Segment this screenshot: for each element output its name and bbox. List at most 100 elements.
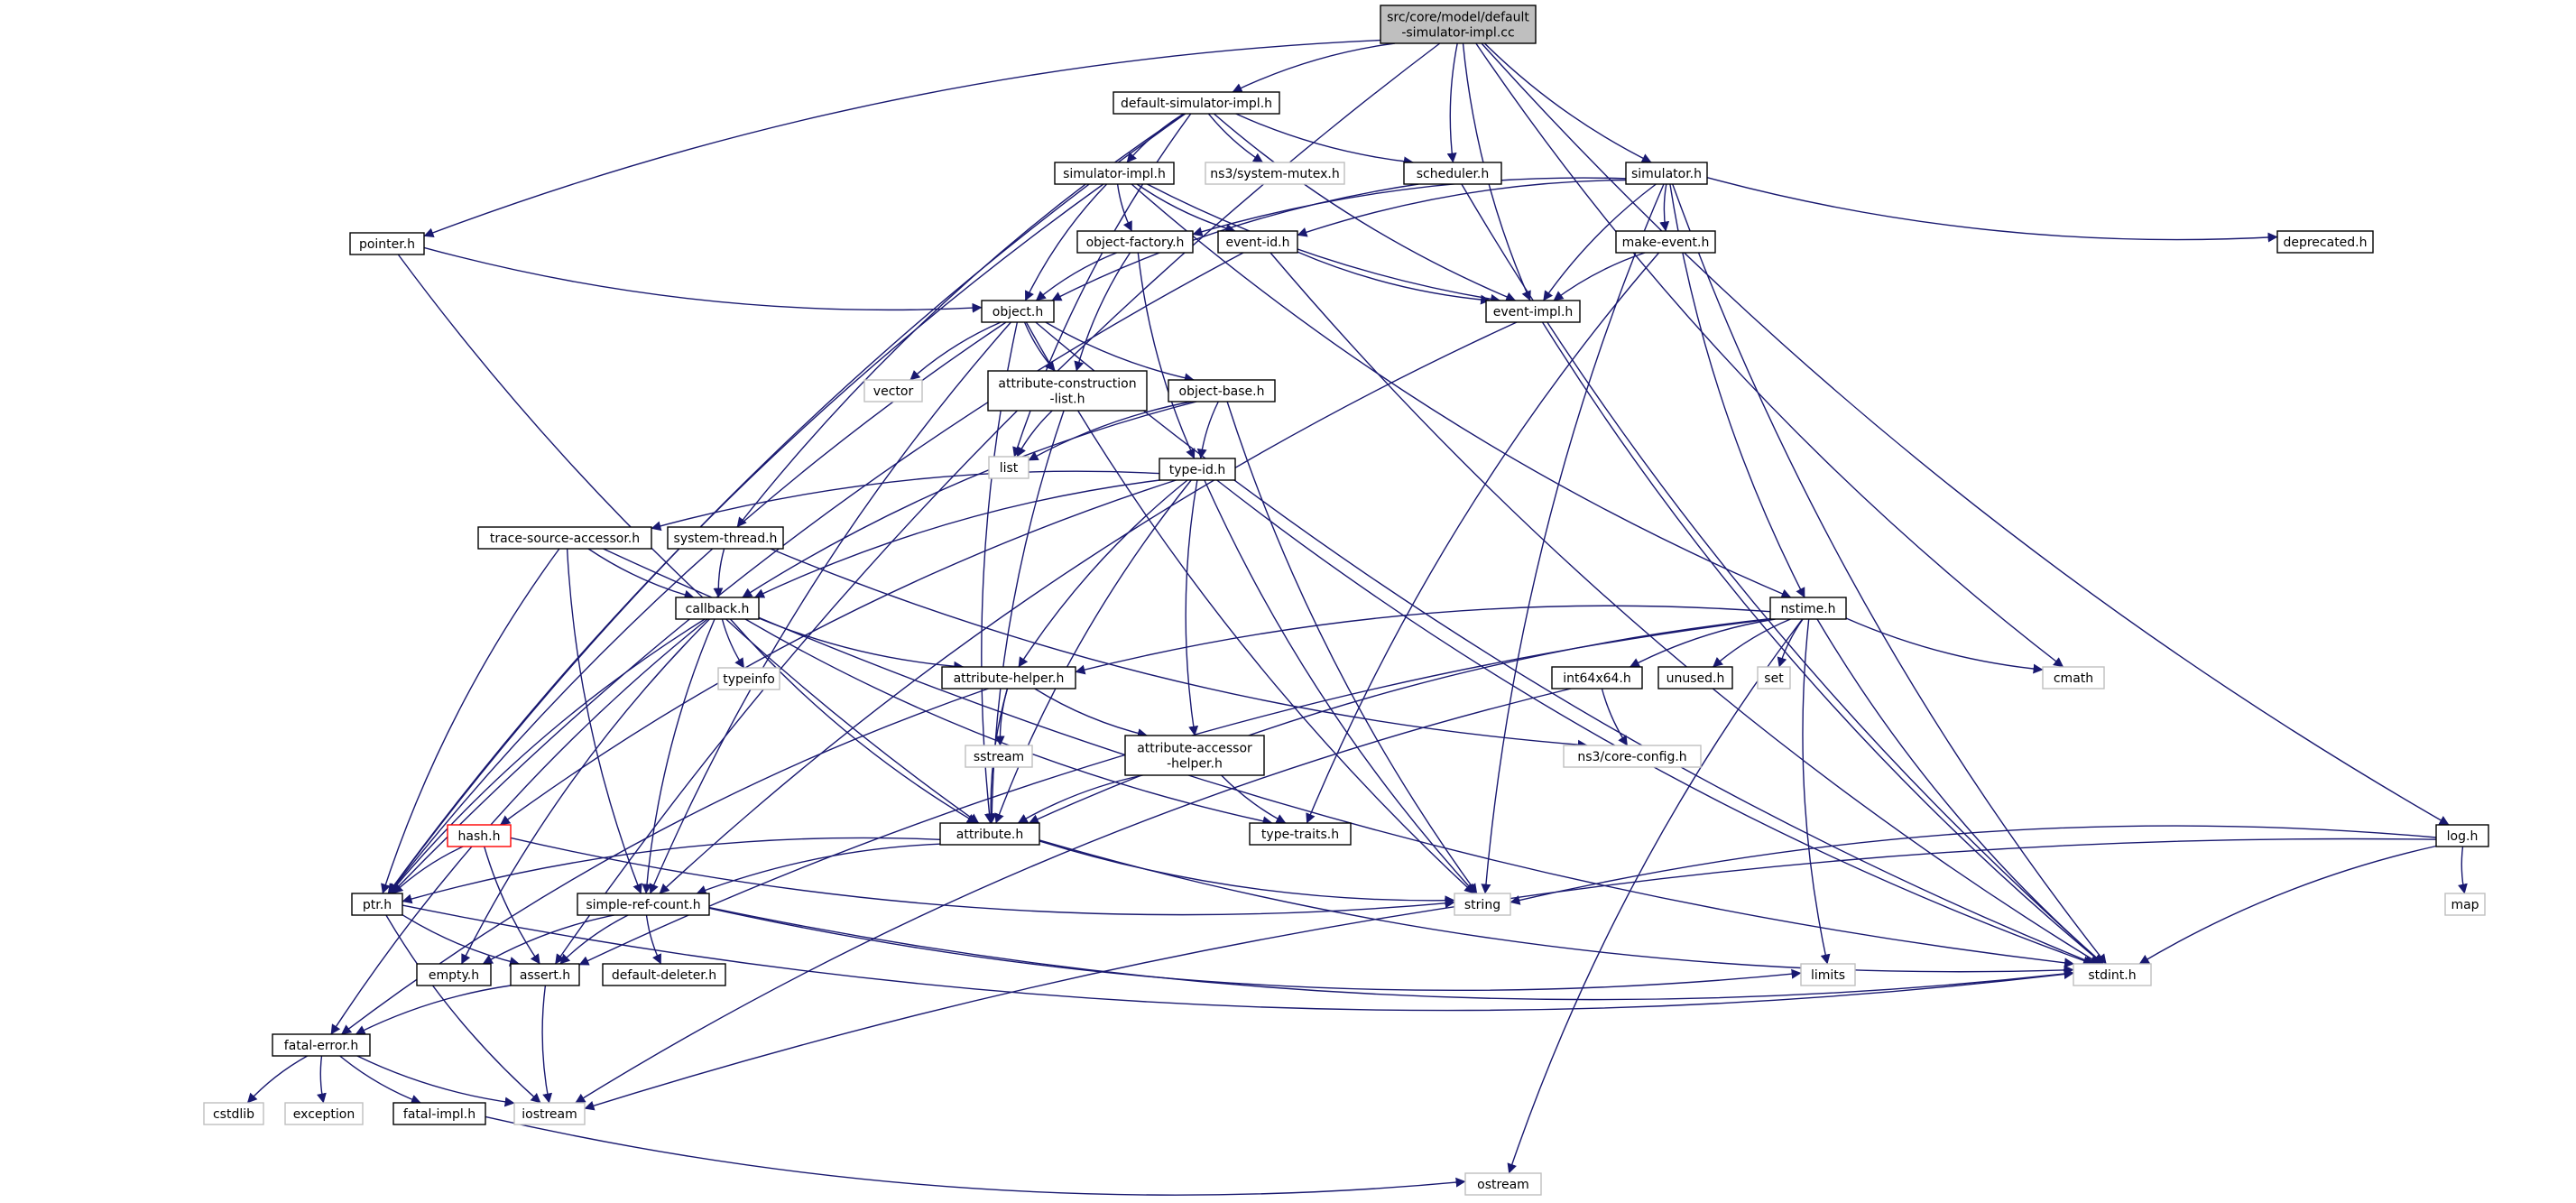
node-iostream[interactable]: iostream [513, 1102, 586, 1125]
node-object-h[interactable]: object.h [981, 300, 1055, 323]
node-int64x64-h[interactable]: int64x64.h [1551, 666, 1643, 689]
node-box-simple-ref-count-h [577, 893, 710, 916]
node-label-object-factory-h-0: object-factory.h [1086, 236, 1185, 250]
edge-nstime-h-to-attribute-h [1028, 617, 1771, 824]
node-exception[interactable]: exception [284, 1102, 364, 1125]
node-map[interactable]: map [2444, 893, 2486, 916]
node-nstime-h[interactable]: nstime.h [1769, 597, 1847, 620]
node-layer: src/core/model/default-simulator-impl.cc… [203, 5, 2489, 1196]
node-box-cmath [2042, 666, 2105, 689]
node-attribute-construction-list-h[interactable]: attribute-construction-list.h [987, 370, 1148, 412]
edge-nstime-h-to-limits [1802, 618, 1831, 965]
node-sstream[interactable]: sstream [965, 745, 1033, 768]
edge-attribute-h-to-ptr-h [402, 837, 941, 904]
node-cmath[interactable]: cmath [2042, 666, 2105, 689]
edge-event-impl-h-to-stdint-h [1541, 321, 2103, 965]
edge-fatal-error-h-to-exception [317, 1055, 327, 1104]
edge-object-base-h-to-type-id-h [1196, 401, 1219, 459]
node-list[interactable]: list [988, 456, 1029, 479]
node-label-event-id-h-0: event-id.h [1225, 236, 1289, 250]
node-fatal-impl-h[interactable]: fatal-impl.h [392, 1102, 486, 1125]
node-assert-h[interactable]: assert.h [510, 963, 580, 986]
node-unused-h[interactable]: unused.h [1657, 666, 1733, 689]
node-default-simulator-impl-h[interactable]: default-simulator-impl.h [1113, 91, 1280, 115]
node-cstdlib[interactable]: cstdlib [203, 1102, 264, 1125]
node-make-event-h[interactable]: make-event.h [1615, 230, 1716, 254]
node-label-hash-h-0: hash.h [458, 829, 501, 844]
edge-make-event-h-to-type-traits-h [1306, 252, 1660, 824]
node-label-fatal-impl-h-0: fatal-impl.h [403, 1107, 475, 1122]
node-set[interactable]: set [1757, 666, 1791, 689]
node-event-id-h[interactable]: event-id.h [1217, 230, 1298, 254]
node-ostream[interactable]: ostream [1464, 1172, 1542, 1196]
edge-root-to-pointer-h [423, 39, 1381, 238]
node-system-thread-h[interactable]: system-thread.h [667, 526, 784, 550]
node-box-attribute-helper-h [941, 666, 1076, 689]
node-box-log-h [2435, 824, 2489, 847]
node-box-string [1454, 893, 1511, 916]
node-box-default-simulator-impl-h [1113, 91, 1280, 115]
node-box-scheduler-h [1403, 162, 1502, 185]
node-scheduler-h[interactable]: scheduler.h [1403, 162, 1502, 185]
node-label-typeinfo-0: typeinfo [723, 672, 775, 687]
edge-event-impl-h-to-simple-ref-count-h [659, 321, 1518, 894]
node-core-config-h[interactable]: ns3/core-config.h [1563, 745, 1702, 768]
edge-object-base-h-to-callback-h [742, 401, 1197, 598]
node-pointer-h[interactable]: pointer.h [349, 232, 425, 255]
node-trace-source-accessor-h[interactable]: trace-source-accessor.h [477, 526, 652, 550]
node-label-attribute-helper-h-0: attribute-helper.h [954, 671, 1065, 686]
node-object-factory-h[interactable]: object-factory.h [1076, 230, 1194, 254]
node-attribute-h[interactable]: attribute.h [939, 822, 1040, 846]
node-deprecated-h[interactable]: deprecated.h [2276, 230, 2374, 254]
edge-root-to-log-h [1481, 42, 2450, 826]
node-label-stdint-h-0: stdint.h [2088, 968, 2136, 983]
edge-trace-source-accessor-h-to-simple-ref-count-h [566, 548, 642, 894]
node-label-set-0: set [1764, 671, 1784, 686]
node-box-pointer-h [349, 232, 425, 255]
edge-nstime-h-to-set [1777, 618, 1804, 668]
edge-trace-source-accessor-h-to-stdint-h [603, 548, 2075, 968]
node-simple-ref-count-h[interactable]: simple-ref-count.h [577, 893, 710, 916]
edge-hash-h-to-string [510, 837, 1455, 916]
edge-system-thread-h-to-core-config-h [770, 548, 1588, 750]
node-label-assert-h-0: assert.h [520, 968, 570, 983]
node-box-make-event-h [1615, 230, 1716, 254]
node-fatal-error-h[interactable]: fatal-error.h [272, 1033, 371, 1057]
node-system-mutex-h[interactable]: ns3/system-mutex.h [1205, 162, 1345, 185]
node-log-h[interactable]: log.h [2435, 824, 2489, 847]
node-label-simulator-h-0: simulator.h [1631, 167, 1702, 181]
node-typeinfo[interactable]: typeinfo [717, 667, 780, 690]
node-attribute-accessor-helper-h[interactable]: attribute-accessor-helper.h [1124, 735, 1265, 776]
node-label-type-id-h-0: type-id.h [1169, 463, 1225, 477]
node-vector[interactable]: vector [863, 379, 923, 403]
node-ptr-h[interactable]: ptr.h [351, 893, 403, 916]
node-event-impl-h[interactable]: event-impl.h [1485, 300, 1581, 323]
node-root[interactable]: src/core/model/default-simulator-impl.cc [1380, 5, 1537, 44]
node-type-traits-h[interactable]: type-traits.h [1249, 822, 1352, 846]
node-stdint-h[interactable]: stdint.h [2073, 963, 2152, 986]
node-hash-h[interactable]: hash.h [447, 824, 512, 847]
edge-default-simulator-impl-h-to-event-impl-h [1213, 113, 1517, 302]
node-limits[interactable]: limits [1800, 963, 1856, 986]
node-simulator-h[interactable]: simulator.h [1625, 162, 1708, 185]
node-default-deleter-h[interactable]: default-deleter.h [602, 963, 726, 986]
edge-simple-ref-count-h-to-assert-h [559, 914, 629, 965]
edge-fatal-error-h-to-iostream [356, 1055, 515, 1107]
edge-nstime-h-to-stdint-h [1816, 618, 2104, 965]
node-box-simulator-impl-h [1054, 162, 1175, 185]
edge-root-to-cmath [1475, 42, 2064, 668]
node-empty-h[interactable]: empty.h [416, 963, 492, 986]
node-object-base-h[interactable]: object-base.h [1168, 379, 1276, 403]
node-simulator-impl-h[interactable]: simulator-impl.h [1054, 162, 1175, 185]
edge-ptr-h-to-stdint-h [402, 904, 2074, 1012]
edge-type-id-h-to-attribute-helper-h [1018, 479, 1188, 668]
node-string[interactable]: string [1454, 893, 1511, 916]
node-label-iostream-0: iostream [522, 1107, 577, 1122]
node-callback-h[interactable]: callback.h [675, 597, 760, 620]
node-attribute-helper-h[interactable]: attribute-helper.h [941, 666, 1076, 689]
node-label-system-thread-h-0: system-thread.h [674, 532, 778, 546]
node-type-id-h[interactable]: type-id.h [1159, 458, 1236, 481]
edge-callback-h-to-fatal-error-h [330, 618, 708, 1035]
node-box-default-deleter-h [602, 963, 726, 986]
